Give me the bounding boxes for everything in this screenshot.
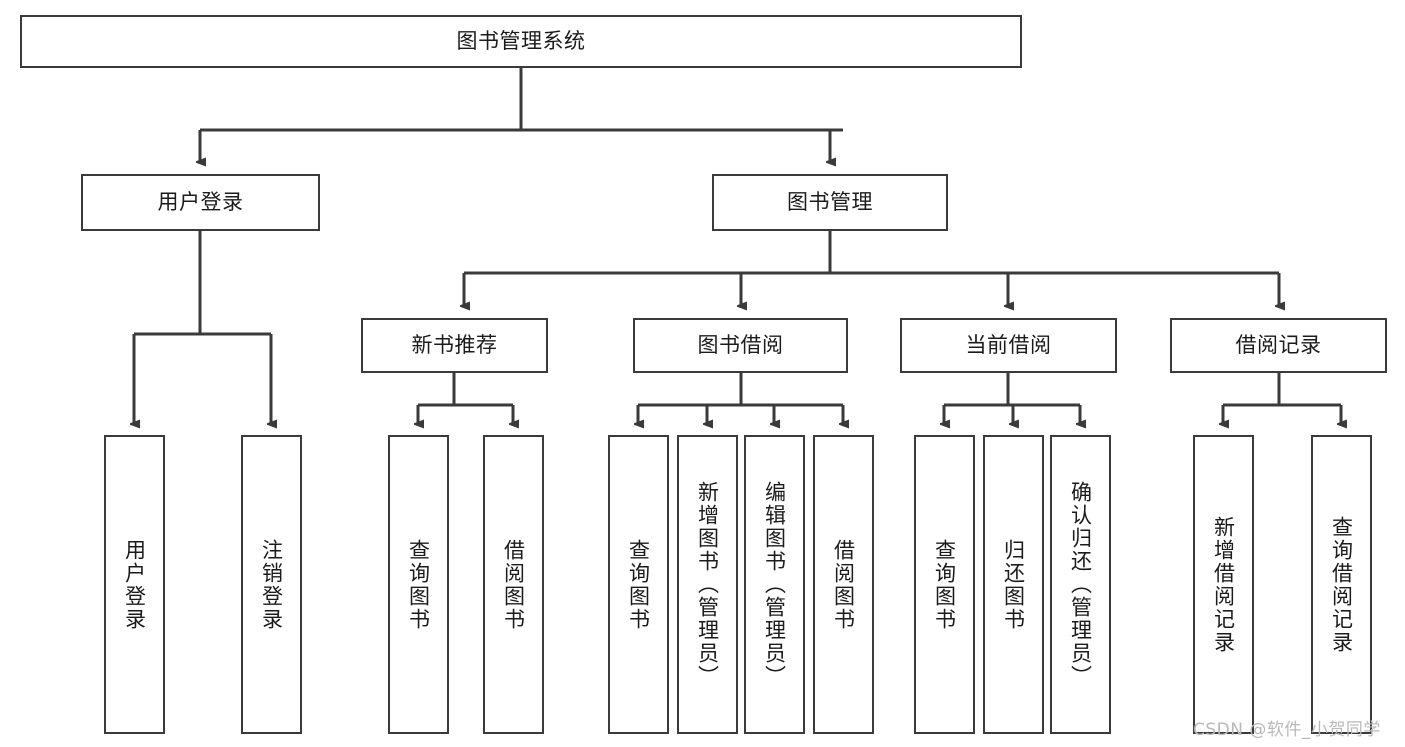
node-book-manage[interactable]: 图书管理	[712, 174, 948, 231]
node-borrow-record[interactable]: 借阅记录	[1170, 318, 1387, 373]
node-current-borrow-label: 当前借阅	[965, 332, 1052, 357]
csdn-watermark: CSDN @软件_小贺同学	[1193, 720, 1381, 740]
leaf-add-record[interactable]: 新增借阅记录	[1193, 435, 1254, 734]
leaf-edit-book[interactable]: 编辑图书（管理员）	[744, 435, 805, 734]
leaf-query-book-3-label: 查询图书	[932, 538, 957, 631]
leaf-borrow-book-1[interactable]: 借阅图书	[483, 435, 544, 734]
leaf-logout-login[interactable]: 注销登录	[241, 435, 302, 734]
leaf-query-record[interactable]: 查询借阅记录	[1311, 435, 1372, 734]
node-book-borrow[interactable]: 图书借阅	[633, 318, 848, 373]
leaf-add-record-label: 新增借阅记录	[1211, 515, 1236, 654]
node-new-book-recommend[interactable]: 新书推荐	[361, 318, 548, 373]
leaf-confirm-return[interactable]: 确认归还（管理员）	[1050, 435, 1111, 734]
leaf-borrow-book-2-label: 借阅图书	[831, 538, 856, 631]
node-book-borrow-label: 图书借阅	[697, 332, 784, 357]
leaf-query-book-3[interactable]: 查询图书	[914, 435, 975, 734]
leaf-borrow-book-2[interactable]: 借阅图书	[813, 435, 874, 734]
leaf-return-book[interactable]: 归还图书	[983, 435, 1044, 734]
leaf-confirm-return-label: 确认归还（管理员）	[1068, 481, 1093, 688]
leaf-return-book-label: 归还图书	[1001, 538, 1026, 631]
node-user-login-label: 用户登录	[157, 189, 244, 214]
node-user-login[interactable]: 用户登录	[81, 174, 320, 231]
node-book-manage-label: 图书管理	[787, 189, 873, 214]
leaf-query-book-2-label: 查询图书	[626, 538, 651, 631]
node-borrow-record-label: 借阅记录	[1235, 332, 1322, 357]
leaf-edit-book-label: 编辑图书（管理员）	[762, 481, 787, 688]
leaf-add-book[interactable]: 新增图书（管理员）	[677, 435, 738, 734]
leaf-borrow-book-1-label: 借阅图书	[501, 538, 526, 631]
node-root-label: 图书管理系统	[456, 28, 586, 53]
leaf-query-book-1[interactable]: 查询图书	[388, 435, 449, 734]
leaf-query-book-1-label: 查询图书	[406, 538, 431, 631]
leaf-query-book-2[interactable]: 查询图书	[608, 435, 669, 734]
leaf-add-book-label: 新增图书（管理员）	[695, 481, 720, 688]
leaf-user-login[interactable]: 用户登录	[104, 435, 165, 734]
leaf-query-record-label: 查询借阅记录	[1329, 515, 1354, 654]
node-root[interactable]: 图书管理系统	[20, 15, 1022, 68]
node-new-book-recommend-label: 新书推荐	[411, 332, 498, 357]
node-current-borrow[interactable]: 当前借阅	[900, 318, 1117, 373]
leaf-logout-login-label: 注销登录	[259, 538, 284, 631]
leaf-user-login-label: 用户登录	[122, 538, 147, 631]
